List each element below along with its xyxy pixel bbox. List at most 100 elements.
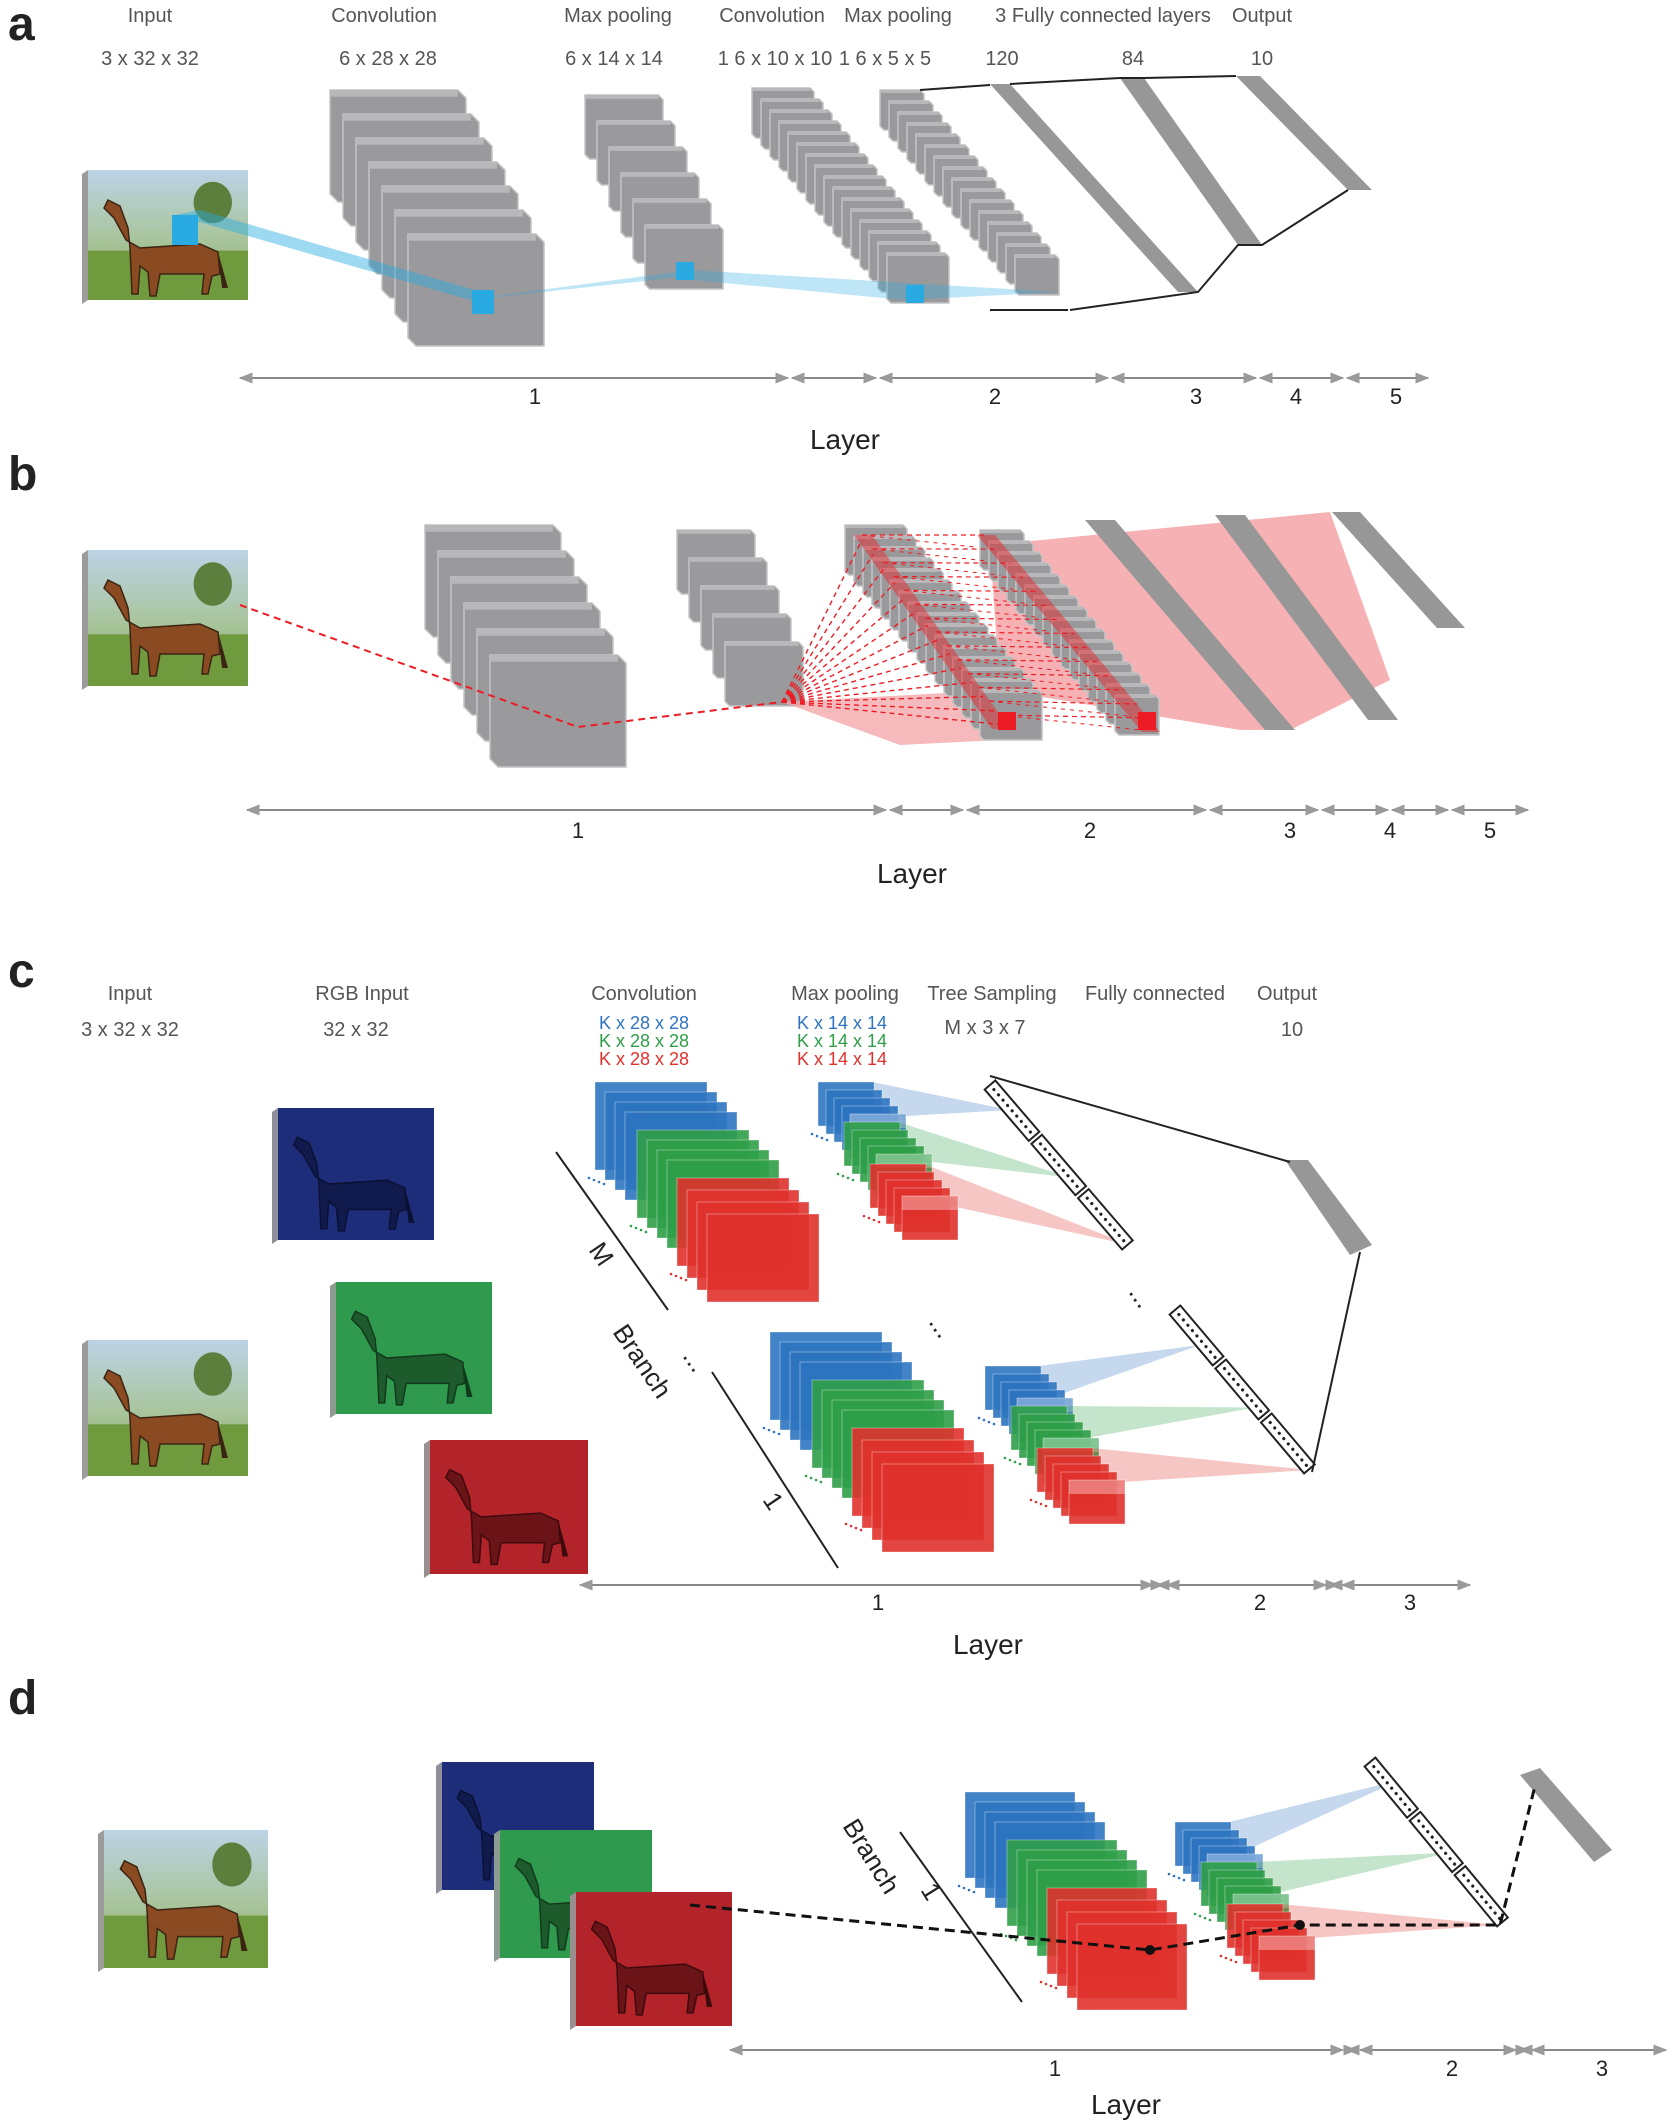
fc-connection-line xyxy=(919,84,991,91)
tree-sample-dot xyxy=(1236,1383,1240,1387)
tree-sample-dot xyxy=(1421,1824,1425,1828)
image-edge xyxy=(98,1830,104,1972)
tree-sample-dot xyxy=(1024,1125,1028,1129)
tree-sample-dot xyxy=(1426,1830,1430,1834)
stack-dots xyxy=(1029,1498,1033,1502)
tree-sample-dot xyxy=(1493,1911,1497,1915)
header-pool-name: Max pooling xyxy=(791,983,899,1005)
panel-label-d: d xyxy=(8,1672,37,1725)
header-rgb-dims: 32 x 32 xyxy=(323,1019,389,1041)
feature-map xyxy=(1258,1935,1316,1981)
stack-dots xyxy=(992,1422,996,1426)
header-tree-name: Tree Sampling xyxy=(927,983,1056,1005)
stack-dots xyxy=(1004,1934,1008,1938)
branch-1-pool-maps xyxy=(977,1345,1310,1525)
tree-sample-dot xyxy=(1075,1184,1079,1188)
tree-sample-dot xyxy=(1195,1334,1199,1338)
horse-silhouette xyxy=(103,578,221,677)
tree-sample-dot xyxy=(1066,1174,1070,1178)
header-fc2-dims: 84 xyxy=(1122,48,1144,70)
tree-sample-dot xyxy=(1300,1458,1304,1462)
tree-sample-dot xyxy=(1268,1420,1272,1425)
tree-sample-dot xyxy=(1376,1770,1380,1774)
tree-sample-dot xyxy=(1019,1119,1023,1124)
stack-dots xyxy=(1167,1872,1171,1876)
pool-cone xyxy=(898,1122,1070,1178)
feature-map-top xyxy=(451,577,579,584)
stack-dots xyxy=(836,1172,840,1176)
tree-sample-dot xyxy=(1052,1158,1056,1162)
tree-sample-dot xyxy=(1085,1196,1089,1200)
red-dashed-connection xyxy=(781,582,896,703)
tree-sample-dot xyxy=(1186,1323,1190,1327)
header-input-dims: 3 x 32 x 32 xyxy=(81,1019,179,1041)
red-dashed-connection xyxy=(781,539,863,703)
tree-sample-segment xyxy=(1408,1810,1465,1874)
stack-dots xyxy=(962,1886,966,1890)
tree-sample-dot xyxy=(1213,1355,1217,1359)
tree-sample-dot xyxy=(1462,1873,1466,1877)
panel-b: b 1 2 3 4 5 Layer xyxy=(8,448,1530,889)
feature-map-top xyxy=(934,156,974,159)
feature-map-top xyxy=(725,642,799,646)
image-background xyxy=(576,1892,732,2026)
tree xyxy=(193,1352,232,1396)
red-dashed-connection xyxy=(883,562,1001,576)
branch-1-conv-maps xyxy=(762,1331,995,1553)
tree-sample-dot xyxy=(1471,1884,1475,1888)
image-edge xyxy=(82,170,88,304)
feature-map-top xyxy=(1007,563,1047,566)
image-edge xyxy=(330,1282,336,1418)
tree-sample-dot xyxy=(992,1087,996,1092)
feature-map-top xyxy=(1079,651,1119,654)
feature-map-top xyxy=(761,99,819,102)
stack-dots xyxy=(1219,1954,1223,1958)
axis-number-3: 3 xyxy=(1190,384,1202,409)
tree-sample-dot xyxy=(1304,1463,1308,1467)
black-path-d xyxy=(689,1785,1537,1955)
stack-dots xyxy=(1203,1916,1207,1920)
tree-sample-dot xyxy=(1417,1819,1421,1823)
feature-map-top xyxy=(585,95,659,99)
branch-label: Branch xyxy=(837,1813,906,1899)
feature-map-top xyxy=(971,679,1029,682)
feature-map-top xyxy=(1088,662,1128,665)
stack-dots xyxy=(602,1182,606,1186)
feature-map-top xyxy=(701,586,775,590)
tree-sample-bar-1 xyxy=(1168,1304,1317,1475)
tree-sample-dot xyxy=(1094,1207,1098,1211)
feature-map-top xyxy=(330,90,458,97)
tree-sample-dot xyxy=(1043,1147,1047,1151)
feature-map-top xyxy=(369,162,497,169)
axis-number-4: 4 xyxy=(1384,818,1396,843)
red-dashed-connection xyxy=(781,596,907,703)
stack-dots xyxy=(587,1176,591,1180)
tree-sample-dot xyxy=(1108,1223,1112,1227)
feature-map-top xyxy=(890,580,948,583)
tree-sample-dot xyxy=(1381,1775,1385,1780)
stack-dots xyxy=(804,1474,808,1478)
feature-map-top xyxy=(988,222,1028,225)
tree-sample-dot xyxy=(1113,1228,1117,1232)
feature-map-top xyxy=(878,242,936,245)
tree-sample-dot xyxy=(1430,1835,1434,1839)
fc-connection-line xyxy=(1009,75,1237,85)
axis-number-1: 1 xyxy=(529,384,541,409)
stack-dots xyxy=(1008,1458,1012,1462)
tree-sample-bar-m xyxy=(983,1079,1135,1251)
horse-photo-icon xyxy=(82,550,248,690)
fc-connection-line xyxy=(1069,189,1349,311)
tree-sample-dot xyxy=(1448,1857,1452,1861)
output-bar xyxy=(1520,1768,1612,1862)
header-output-dims: 10 xyxy=(1251,48,1273,70)
header-pool1-name: Max pooling xyxy=(564,5,672,27)
red-dashed-connection xyxy=(915,603,1049,606)
stack-dots xyxy=(1044,1504,1048,1508)
feature-map-top xyxy=(952,178,992,181)
red-path-b xyxy=(239,604,1156,730)
input-image-b xyxy=(82,550,248,690)
stack-dots xyxy=(772,1430,776,1434)
tree-sample-bar-d xyxy=(1363,1756,1510,1928)
stack-dots xyxy=(846,1176,850,1180)
axis-number-3: 3 xyxy=(1596,2056,1608,2081)
